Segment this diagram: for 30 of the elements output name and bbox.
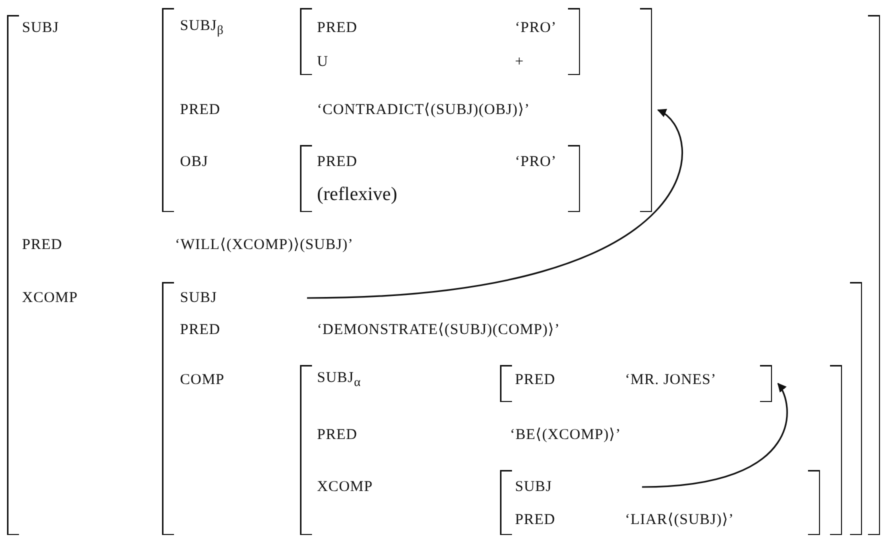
feature-name: U [317,53,328,71]
feature-value: + [515,53,524,71]
feature-name: OBJ [180,153,208,171]
feature-name: XCOMP [22,289,78,307]
feature-name: PRED [180,101,220,119]
feature-value: ‘BE⟨(XCOMP)⟩’ [510,426,621,444]
curved-arrow [642,382,788,488]
feature-value: ‘CONTRADICT⟨(SUBJ)(OBJ)⟩’ [317,101,530,119]
feature-value: ‘PRO’ [515,19,557,37]
feature-name: SUBJ [515,478,552,496]
feature-name: PRED [515,511,556,529]
feature-name: SUBJ [22,19,60,37]
feature-name: PRED [180,321,220,339]
feature-value: ‘PRO’ [515,153,557,171]
annotation-note: (reflexive) [317,184,398,206]
feature-name: PRED [317,426,358,444]
feature-name: SUBJ$_{α}$ [317,369,362,391]
feature-name: PRED [515,371,556,389]
feature-name: SUBJ$_{β}$ [180,17,224,39]
feature-value: ‘MR. JONES’ [625,371,716,389]
feature-name: PRED [317,19,358,37]
curved-arrow [307,109,683,299]
feature-name: SUBJ [180,289,218,307]
feature-value: ‘WILL⟨(XCOMP)⟩(SUBJ)’ [175,236,354,254]
feature-value: ‘DEMONSTRATE⟨(SUBJ)(COMP)⟩’ [317,321,560,339]
feature-name: PRED [22,236,62,254]
feature-value: ‘LIAR⟨(SUBJ)⟩’ [625,511,734,529]
feature-name: COMP [180,371,225,389]
feature-name: XCOMP [317,478,373,496]
feature-name: PRED [317,153,358,171]
